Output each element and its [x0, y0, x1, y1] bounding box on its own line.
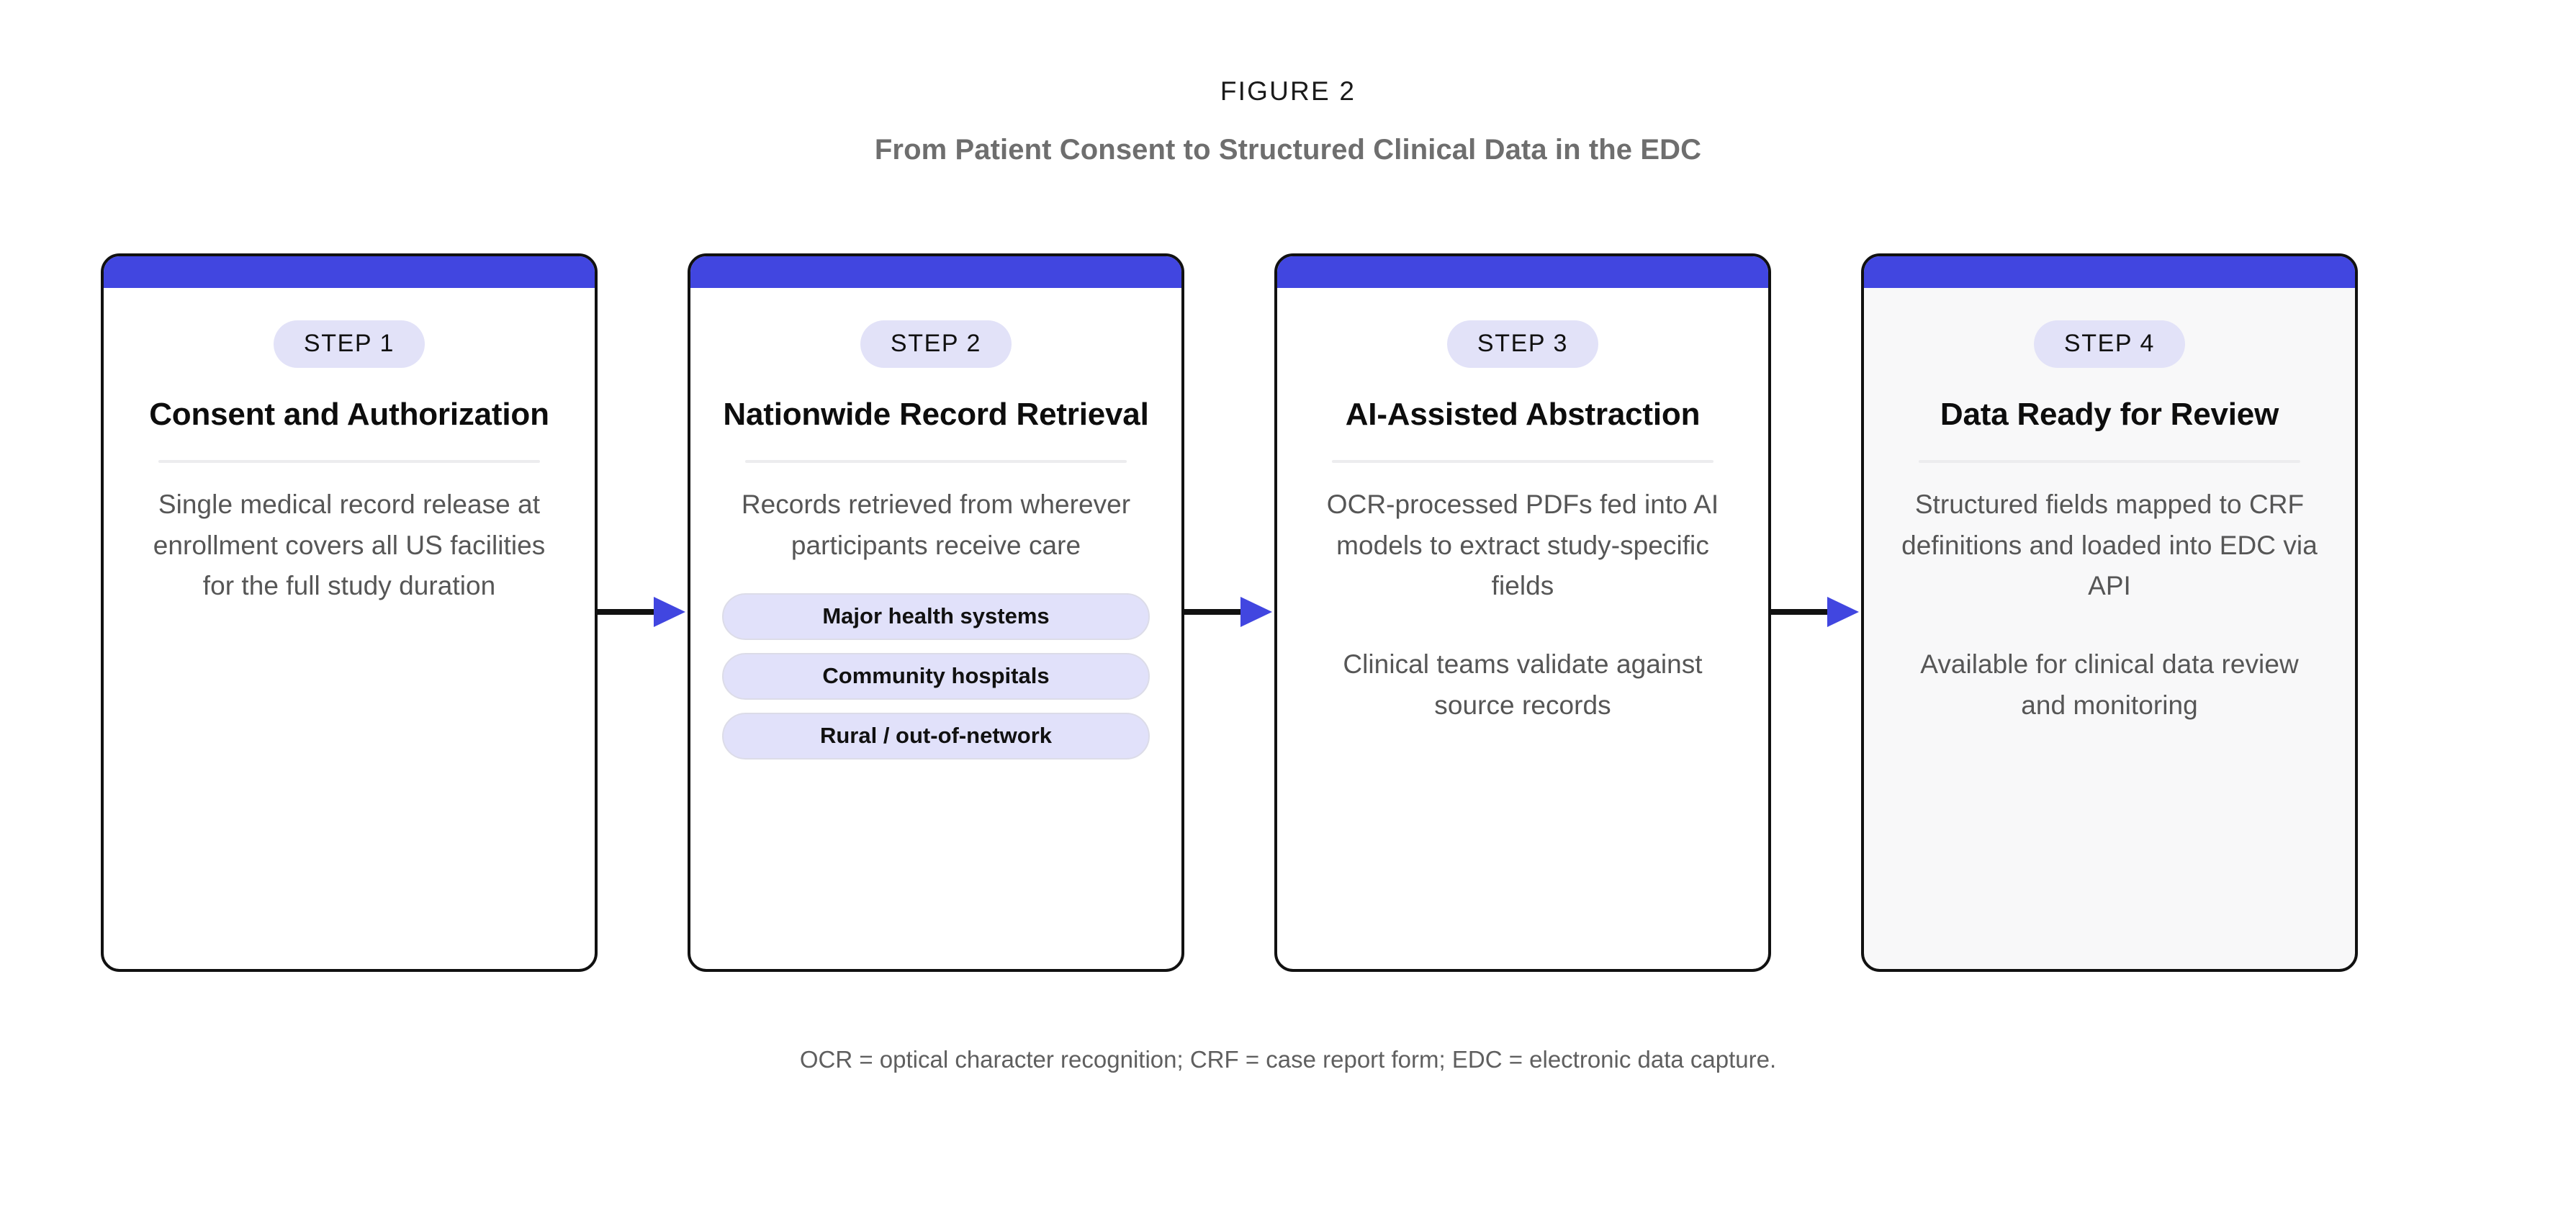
step-paragraph: OCR-processed PDFs fed into AI models to… — [1326, 490, 1719, 601]
card-content: STEP 1 Consent and Authorization Single … — [104, 288, 595, 607]
step-paragraph: Available for clinical data review and m… — [1920, 649, 2299, 720]
figure-header: FIGURE 2 From Patient Consent to Structu… — [0, 78, 2576, 164]
card-content: STEP 4 Data Ready for Review Structured … — [1864, 288, 2355, 726]
source-tag-list: Major health systems Community hospitals… — [722, 593, 1150, 760]
step-card-2: STEP 2 Nationwide Record Retrieval Recor… — [688, 253, 1184, 972]
step-badge: STEP 2 — [860, 320, 1012, 368]
figure-label: FIGURE 2 — [1220, 76, 1356, 106]
step-card-4: STEP 4 Data Ready for Review Structured … — [1861, 253, 2358, 972]
step-title: Data Ready for Review — [1940, 397, 2279, 432]
step-badge: STEP 1 — [273, 320, 425, 368]
card-content: STEP 2 Nationwide Record Retrieval Recor… — [690, 288, 1181, 760]
step-paragraph: Structured fields mapped to CRF definiti… — [1901, 490, 2318, 601]
card-content: STEP 3 AI-Assisted Abstraction OCR-proce… — [1277, 288, 1768, 726]
step-card-1: STEP 1 Consent and Authorization Single … — [101, 253, 598, 972]
step-badge: STEP 4 — [2033, 320, 2186, 368]
step-title: AI-Assisted Abstraction — [1345, 397, 1701, 432]
arrow-right-icon — [1771, 597, 1859, 627]
step-paragraph: Single medical record release at enrollm… — [153, 490, 546, 601]
step-paragraph: Clinical teams validate against source r… — [1343, 649, 1703, 720]
steps-row: STEP 1 Consent and Authorization Single … — [101, 253, 2477, 973]
figure-footnote: OCR = optical character recognition; CRF… — [799, 1046, 1777, 1073]
card-divider — [1332, 460, 1713, 464]
arrow-right-icon — [1184, 597, 1272, 627]
source-tag: Community hospitals — [722, 653, 1150, 700]
step-title: Consent and Authorization — [149, 397, 549, 432]
step-body: Records retrieved from wherever particip… — [722, 484, 1150, 566]
card-accent-bar — [690, 256, 1181, 288]
card-divider — [745, 460, 1127, 464]
step-body: Single medical record release at enrollm… — [135, 484, 563, 607]
step-body: Structured fields mapped to CRF definiti… — [1896, 484, 2323, 726]
card-accent-bar — [1277, 256, 1768, 288]
flow-arrow-1 — [598, 253, 688, 972]
flow-arrow-3 — [1771, 253, 1861, 972]
flow-arrow-2 — [1184, 253, 1274, 972]
step-title: Nationwide Record Retrieval — [723, 397, 1149, 432]
step-badge: STEP 3 — [1446, 320, 1599, 368]
step-body: OCR-processed PDFs fed into AI models to… — [1309, 484, 1737, 726]
card-divider — [1919, 460, 2300, 464]
step-card-3: STEP 3 AI-Assisted Abstraction OCR-proce… — [1274, 253, 1771, 972]
card-divider — [158, 460, 540, 464]
card-accent-bar — [1864, 256, 2355, 288]
card-accent-bar — [104, 256, 595, 288]
arrow-right-icon — [598, 597, 685, 627]
figure-title: From Patient Consent to Structured Clini… — [874, 134, 1702, 166]
source-tag: Major health systems — [722, 593, 1150, 641]
step-paragraph: Records retrieved from wherever particip… — [741, 490, 1131, 560]
source-tag: Rural / out-of-network — [722, 713, 1150, 760]
